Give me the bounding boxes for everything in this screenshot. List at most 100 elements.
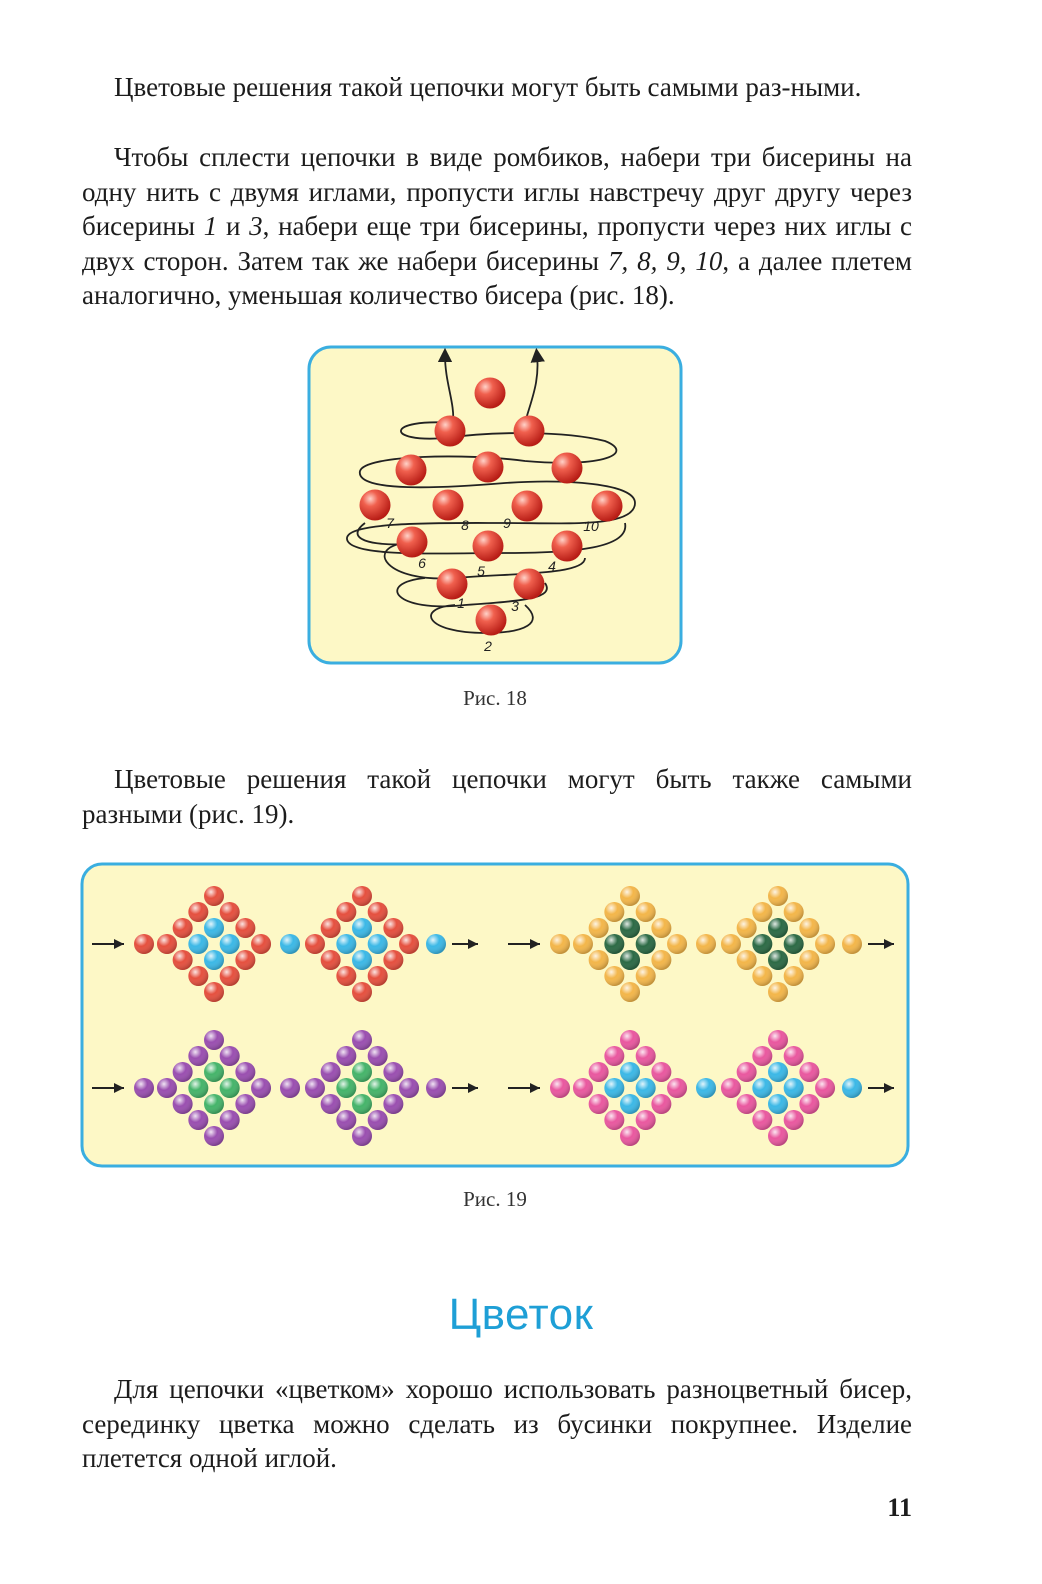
bead-shine <box>235 918 256 938</box>
bead-shine <box>367 902 388 922</box>
bead-shine <box>550 1078 570 1098</box>
bead-number-3: 3 <box>249 211 263 241</box>
bead-label: 2 <box>483 638 492 654</box>
bead-shine <box>752 934 773 954</box>
bead-shine <box>320 1062 341 1082</box>
bead <box>475 604 507 636</box>
bead-number-1: 1 <box>203 211 218 241</box>
bead-label: 5 <box>477 563 485 579</box>
bead-shine <box>842 1078 862 1098</box>
bead-shine <box>604 934 625 954</box>
bead-shine <box>768 918 788 938</box>
fig19-chains <box>92 886 894 1146</box>
bead-shine <box>426 1078 446 1098</box>
bead-shine <box>172 1094 193 1114</box>
bead-shine <box>219 934 240 954</box>
bead-shine <box>251 1078 272 1098</box>
bead-shine <box>204 950 224 970</box>
bead-shine <box>367 966 388 986</box>
paragraph-2: Чтобы сплести цепочки в виде ромбиков, н… <box>82 140 912 313</box>
arrow-icon <box>530 1083 540 1093</box>
bead-shine <box>588 1094 609 1114</box>
bead-shine <box>696 934 716 954</box>
bead-shine <box>156 934 177 954</box>
bead-shine <box>651 918 672 938</box>
paragraph-2-part-d: , а далее плетем аналогично, уменьшая ко… <box>82 245 913 311</box>
bead-shine <box>842 934 862 954</box>
bead-shine <box>304 934 325 954</box>
bead <box>472 530 504 562</box>
bead-shine <box>235 1062 256 1082</box>
bead-shine <box>367 1046 388 1066</box>
paragraph-2-part-a: Чтобы сплести цепочки в виде ромбиков, н… <box>82 142 912 241</box>
bead-shine <box>604 1110 625 1130</box>
bead-shine <box>752 1110 773 1130</box>
bead-shine <box>383 918 404 938</box>
bead-label: 10 <box>583 518 599 534</box>
bead-shine <box>667 1078 688 1098</box>
bead-shine <box>188 934 209 954</box>
bead-shine <box>768 982 788 1002</box>
bead-shine <box>188 1046 209 1066</box>
bead-shine <box>572 934 593 954</box>
bead-shine <box>336 1078 357 1098</box>
bead-shine <box>620 918 640 938</box>
bead-shine <box>367 1078 388 1098</box>
bead-shine <box>367 1110 388 1130</box>
bead-shine <box>251 934 272 954</box>
bead-shine <box>720 1078 741 1098</box>
bead-shine <box>188 902 209 922</box>
bead-shine <box>134 934 154 954</box>
bead-shine <box>799 918 820 938</box>
bead-shine <box>352 1030 372 1050</box>
bead-shine <box>620 982 640 1002</box>
arrow-icon <box>114 939 124 949</box>
bead-shine <box>352 918 372 938</box>
bead-shine <box>783 902 804 922</box>
arrow-icon <box>884 1083 894 1093</box>
bead-shine <box>736 918 757 938</box>
bead-shine <box>620 1126 640 1146</box>
bead-shine <box>799 1094 820 1114</box>
bead-label: 1 <box>457 595 465 611</box>
bead-shine <box>204 1094 224 1114</box>
bead-shine <box>620 950 640 970</box>
bead-shine <box>768 886 788 906</box>
bead-shine <box>815 1078 836 1098</box>
bead-shine <box>635 902 656 922</box>
bead-label: 7 <box>386 515 395 531</box>
figure-19 <box>80 862 910 1168</box>
bead-shine <box>172 950 193 970</box>
bead-shine <box>550 934 570 954</box>
bead-shine <box>799 950 820 970</box>
bead-shine <box>752 966 773 986</box>
bead-shine <box>635 966 656 986</box>
bead-shine <box>783 1078 804 1098</box>
bead-shine <box>604 902 625 922</box>
bead-shine <box>736 1062 757 1082</box>
bead-shine <box>588 950 609 970</box>
arrow-icon <box>114 1083 124 1093</box>
bead-shine <box>352 950 372 970</box>
bead-shine <box>320 918 341 938</box>
bead-shine <box>752 902 773 922</box>
bead <box>434 415 466 447</box>
bead-shine <box>204 982 224 1002</box>
bead-label: 6 <box>418 555 426 571</box>
bead-shine <box>635 1110 656 1130</box>
bead <box>551 530 583 562</box>
bead-shine <box>336 902 357 922</box>
bead-shine <box>752 1046 773 1066</box>
bead-shine <box>204 1126 224 1146</box>
bead-shine <box>320 950 341 970</box>
bead-shine <box>352 886 372 906</box>
bead-shine <box>768 1126 788 1146</box>
arrow-icon <box>884 939 894 949</box>
bead-shine <box>651 950 672 970</box>
bead <box>591 490 623 522</box>
bead <box>396 526 428 558</box>
bead-shine <box>604 1078 625 1098</box>
paragraph-2-part-b: и <box>217 211 250 241</box>
bead-shine <box>399 1078 420 1098</box>
